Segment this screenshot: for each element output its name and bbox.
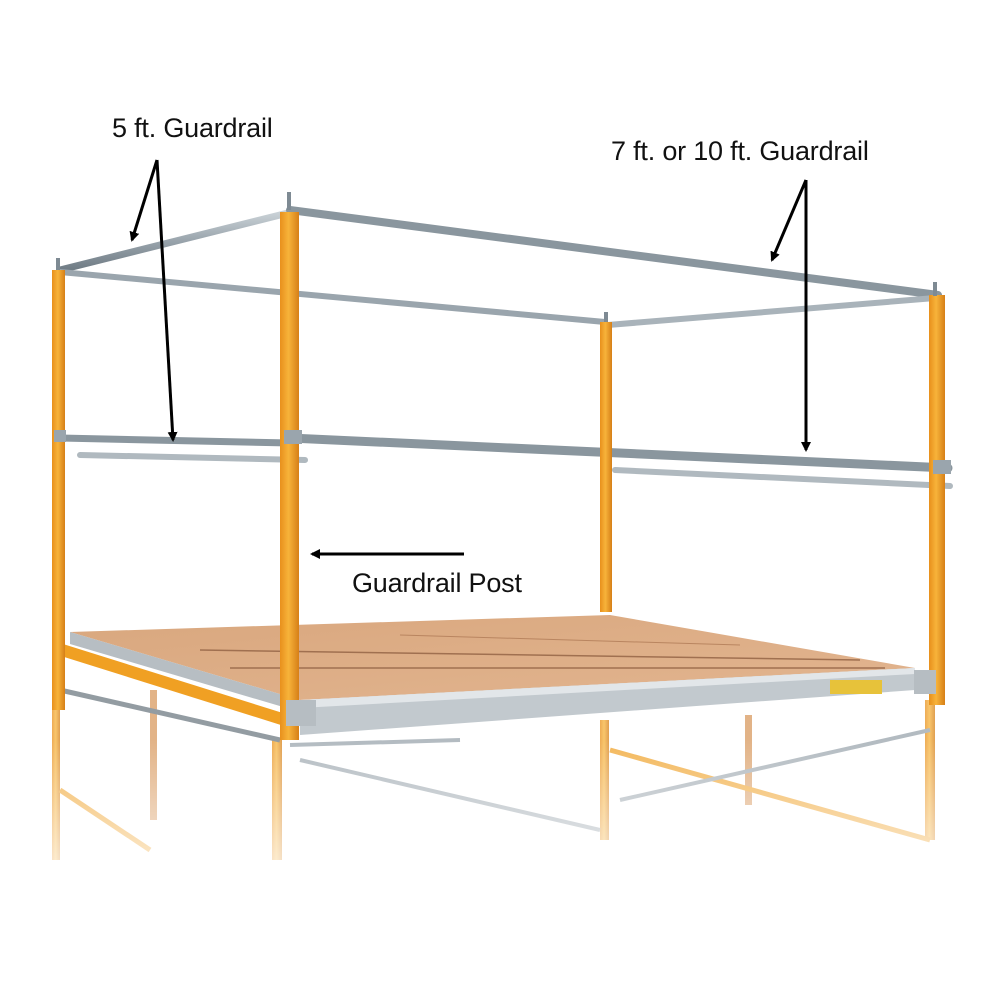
label-guardrail-post: Guardrail Post	[352, 568, 522, 598]
guardrail-posts	[52, 192, 951, 740]
guardrails	[56, 206, 953, 489]
post-back-left	[52, 270, 65, 710]
arrow-5ft-upper	[129, 159, 159, 242]
post-front-left	[280, 212, 299, 740]
arrow-7ft-upper	[770, 179, 808, 262]
post-back-right	[600, 322, 612, 612]
post-front-right	[929, 295, 945, 705]
annotation-arrows	[129, 159, 811, 559]
label-7ft-10ft-guardrail: 7 ft. or 10 ft. Guardrail	[611, 136, 869, 166]
label-5ft-guardrail: 5 ft. Guardrail	[112, 113, 273, 143]
arrow-5ft-lower	[155, 159, 178, 442]
